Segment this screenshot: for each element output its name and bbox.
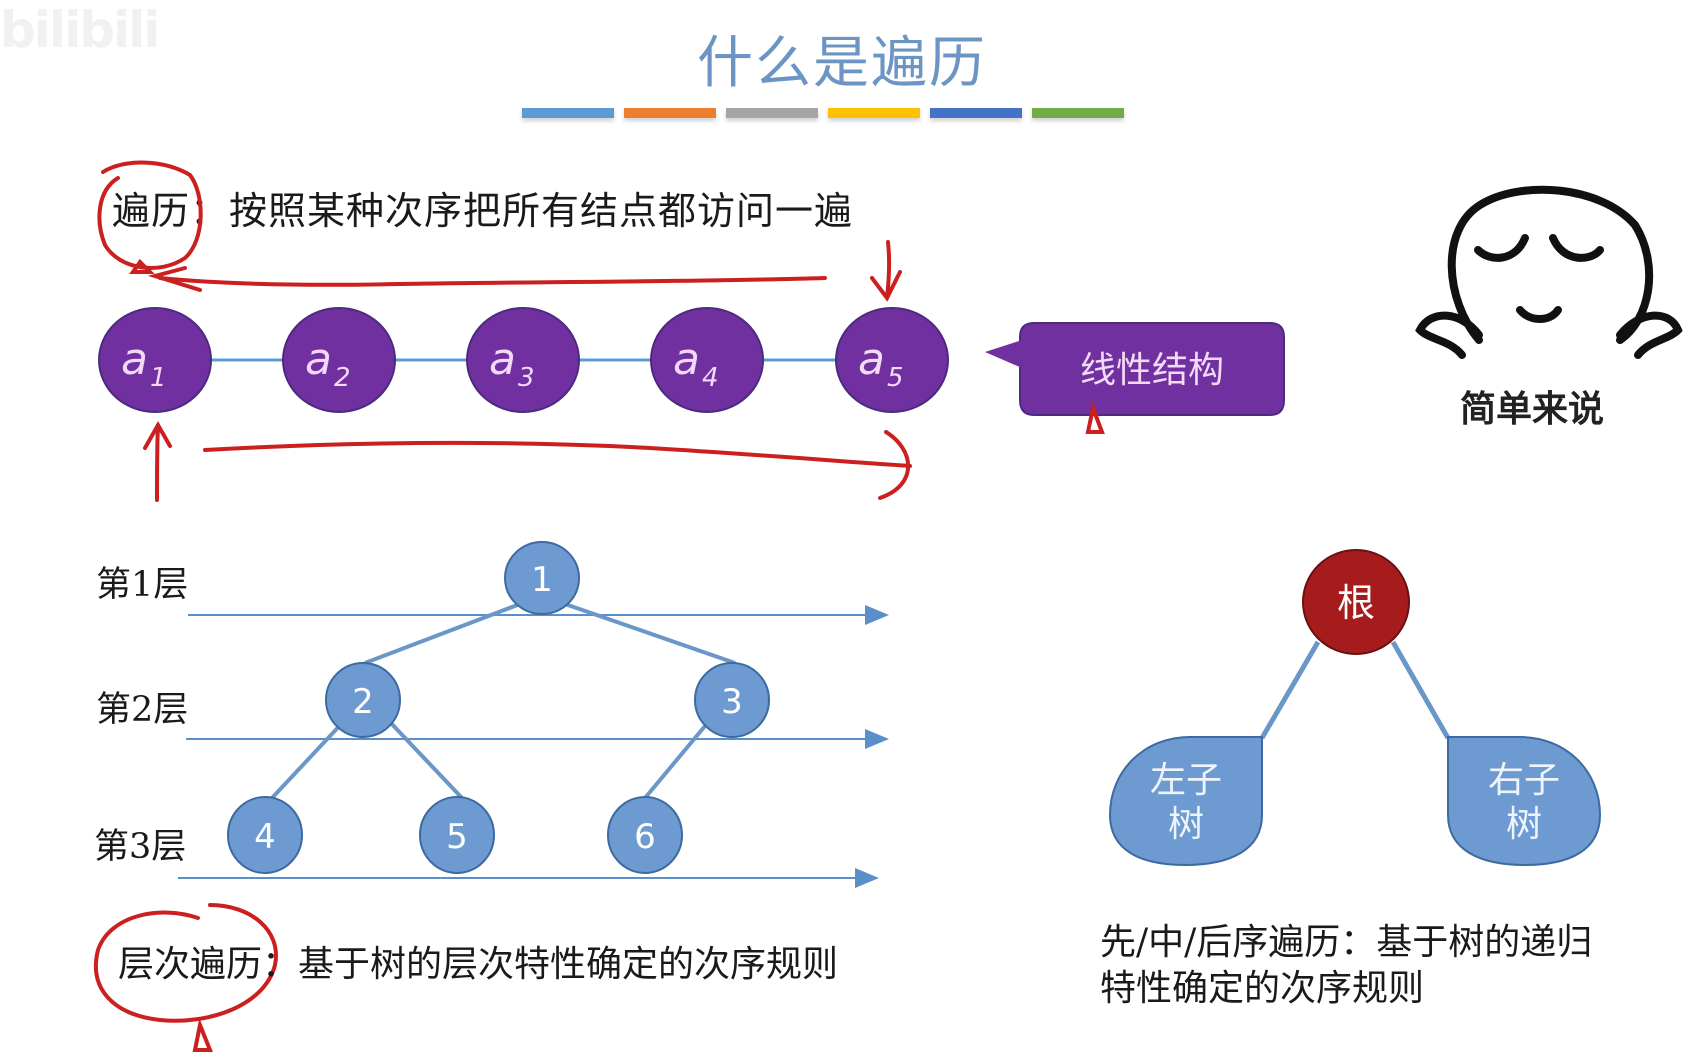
level-traversal-term: 层次遍历 [118,944,263,985]
tree-edge-1-3 [564,602,736,665]
annotation-mark [1085,400,1105,434]
tree-node-label: 6 [634,817,656,857]
arrow-annotation-up [155,423,160,502]
arrowhead-right [878,430,911,500]
level-traversal-description: 层次遍历：基于树的层次特性确定的次序规则 [118,935,838,987]
tree-node-label: 1 [531,560,553,600]
definition-text: 按照某种次序把所有结点都访问一遍 [229,189,854,233]
linear-node-a2: a 2 [282,307,396,413]
tree-node-4: 4 [227,796,303,874]
left-subtree: 左子 树 [1108,736,1263,867]
recursive-tree: 根 左子 树 右子 树 [1108,549,1602,867]
tree-node-label: 4 [254,817,276,857]
arrowhead-left [147,266,202,292]
arrow-annotation-back [158,276,827,287]
tree-edges [270,602,736,800]
left-eye [1474,234,1529,262]
right-hand [1616,311,1683,359]
order-traversal-line-2: 特性确定的次序规则 [1100,968,1425,1009]
arrow-annotation-down [885,240,892,300]
tree-node-label: 2 [352,682,374,722]
slide-title: 什么是遍历 [697,31,987,96]
node-label-sub: 1 [150,363,167,393]
root-left-edge [1259,640,1321,740]
left-subtree-label-line2: 树 [1168,804,1204,845]
node-label-sub: 3 [518,363,535,393]
left-subtree-label-line1: 左子 [1150,760,1222,801]
root-node: 根 [1302,549,1410,655]
tree-node-6: 6 [607,796,683,874]
node-label-base: a [305,334,332,385]
node-label-base: a [858,334,885,385]
right-subtree-label-line2: 树 [1506,804,1542,845]
left-hand [1415,311,1483,359]
root-label: 根 [1337,581,1375,625]
accent-bar-green [1032,108,1124,118]
level-label-2: 第2层 [96,690,189,730]
level-traversal-text: 基于树的层次特性确定的次序规则 [298,944,839,985]
node-label-base: a [673,334,700,385]
accent-bar-yellow [828,108,920,118]
circle-annotation-term [97,160,203,270]
node-label-sub: 5 [887,363,904,393]
tree-edge-1-2 [364,602,521,665]
red-annotations [93,160,1105,1052]
tree-node-1: 1 [504,541,580,615]
order-traversal-line-1: 先/中/后序遍历：基于树的递归 [1100,922,1593,963]
level-order-tree: 1 2 3 4 5 6 [178,541,889,888]
level-label-1: 第1层 [96,565,189,605]
emoji-caption: 简单来说 [1460,389,1605,430]
linear-node-a1: a 1 [98,307,212,413]
linear-node-a4: a 4 [650,307,764,413]
linear-structure: a 1 a 2 a 3 a 4 a 5 线性结构 [98,307,1285,416]
accent-bar-darkblue [930,108,1022,118]
emoji-face-icon [1415,185,1683,359]
callout-text: 线性结构 [1080,350,1224,391]
right-subtree-label-line1: 右子 [1488,760,1560,801]
level-traversal-separator: ： [262,944,299,985]
accent-bar-blue [522,108,614,118]
bilibili-watermark: bilibili [0,1,160,59]
accent-bar-orange [624,108,716,118]
mouth [1516,306,1562,323]
tree-node-3: 3 [694,662,770,738]
definition-term: 遍历 [112,189,191,233]
linear-structure-callout: 线性结构 [985,322,1285,416]
linear-node-a3: a 3 [466,307,580,413]
order-traversal-description: 先/中/后序遍历：基于树的递归 特性确定的次序规则 [1100,920,1660,1012]
arrow-annotation-forward [203,440,912,468]
tree-node-label: 3 [721,682,743,722]
tree-node-5: 5 [419,796,495,874]
node-label-base: a [489,334,516,385]
circle-annotation-level [93,903,278,1023]
definition-separator: ： [190,189,230,233]
accent-bar-gray [726,108,818,118]
accent-bars [522,108,1124,118]
traversal-definition: 遍历：按照某种次序把所有结点都访问一遍 [112,180,853,235]
node-label-base: a [121,334,148,385]
annotation-mark [129,258,155,274]
annotation-mark [192,1018,213,1052]
tree-node-label: 5 [446,817,468,857]
tree-edge-2-5 [386,718,464,800]
right-eye [1549,234,1604,262]
linear-node-a5: a 5 [835,307,949,413]
right-subtree: 右子 树 [1447,736,1602,867]
node-label-sub: 4 [702,363,719,393]
arrowhead-up [143,420,172,450]
face-outline [1447,185,1654,344]
node-label-sub: 2 [334,363,351,393]
tree-edge-2-4 [270,718,347,800]
root-right-edge [1390,640,1451,740]
tree-node-2: 2 [325,662,401,738]
arrowhead-down [870,270,902,302]
tree-edge-3-6 [643,718,712,800]
level-label-3: 第3层 [94,827,187,867]
